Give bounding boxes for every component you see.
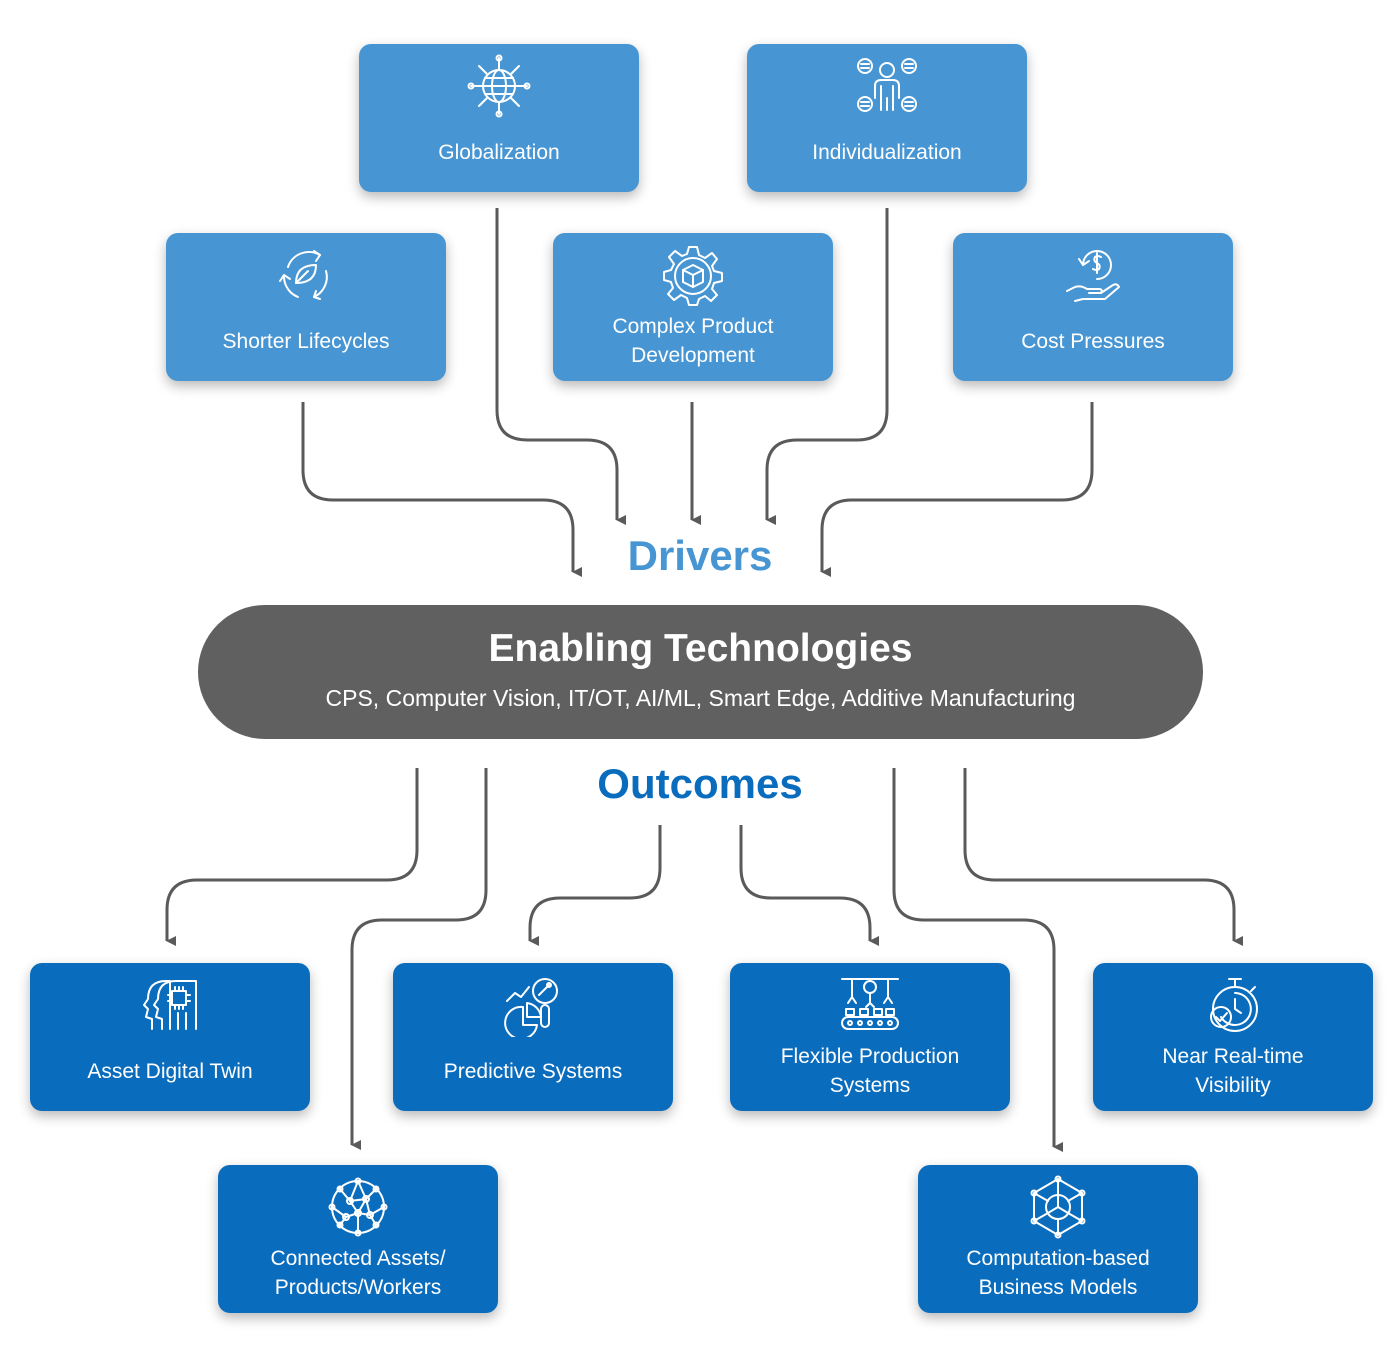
driver-box-individualization: Individualization xyxy=(747,44,1027,192)
outcome-box-asset-digital-twin: Asset Digital Twin xyxy=(30,963,310,1111)
outcome-label: Flexible Production Systems xyxy=(780,1045,960,1097)
outcome-label: Predictive Systems xyxy=(443,1059,623,1083)
recycle-leaf-icon xyxy=(274,243,338,307)
driver-box-complex-product-development: Complex Product Development xyxy=(553,233,833,381)
driver-box-shorter-lifecycles: Shorter Lifecycles xyxy=(166,233,446,381)
outcome-box-predictive-systems: Predictive Systems xyxy=(393,963,673,1111)
enabling-technologies-title: Enabling Technologies xyxy=(488,627,913,670)
driver-label: Cost Pressures xyxy=(1021,329,1165,353)
arrow-to-asset-digital-twin xyxy=(165,768,419,946)
outcome-label: Computation-based Business Models xyxy=(966,1247,1150,1299)
globe-network-icon xyxy=(467,54,531,118)
chart-magnifier-icon xyxy=(501,973,565,1040)
arrow-to-near-real-time xyxy=(963,768,1243,946)
network-sphere-icon xyxy=(326,1175,390,1239)
hand-dollar-icon xyxy=(1061,243,1125,307)
outcome-box-near-real-time-visibility: Near Real-time Visibility xyxy=(1093,963,1373,1111)
hexagon-network-icon xyxy=(1026,1175,1090,1239)
person-network-icon xyxy=(855,54,919,118)
enabling-technologies-list: CPS, Computer Vision, IT/OT, AI/ML, Smar… xyxy=(325,685,1076,711)
conveyor-robot-arms-icon xyxy=(838,973,902,1037)
arrow-to-flexible-production xyxy=(739,825,879,946)
arrow-cost-pressures-to-drivers xyxy=(820,402,1094,577)
outcomes-title: Outcomes xyxy=(597,760,803,807)
arrow-shorter-lifecycles-to-drivers xyxy=(301,402,582,577)
driver-label: Globalization xyxy=(438,140,560,164)
arrow-individualization-to-drivers xyxy=(765,208,889,525)
outcome-label: Connected Assets/ Products/Workers xyxy=(270,1247,446,1299)
outcome-box-flexible-production-systems: Flexible Production Systems xyxy=(730,963,1010,1111)
driver-box-globalization: Globalization xyxy=(359,44,639,192)
twin-heads-chip-icon xyxy=(138,973,202,1037)
driver-label: Individualization xyxy=(812,140,962,164)
outcome-box-connected-assets: Connected Assets/ Products/Workers xyxy=(218,1165,498,1313)
driver-box-cost-pressures: Cost Pressures xyxy=(953,233,1233,381)
gear-cube-icon xyxy=(661,243,725,307)
outcome-label: Asset Digital Twin xyxy=(87,1059,253,1083)
drivers-title: Drivers xyxy=(627,532,773,579)
arrow-globalization-to-drivers xyxy=(495,208,626,525)
outcome-box-computation-based-business-models: Computation-based Business Models xyxy=(918,1165,1198,1313)
arrow-to-predictive-systems xyxy=(528,825,662,946)
stopwatch-check-icon xyxy=(1201,973,1265,1037)
driver-label: Shorter Lifecycles xyxy=(222,329,390,353)
arrow-to-computation-based xyxy=(892,768,1063,1152)
driver-label: Complex Product Development xyxy=(612,315,774,367)
outcome-label: Near Real-time Visibility xyxy=(1162,1045,1304,1097)
arrow-to-connected-assets xyxy=(350,768,488,1150)
enabling-technologies-pill: Enabling Technologies CPS, Computer Visi… xyxy=(198,605,1203,739)
